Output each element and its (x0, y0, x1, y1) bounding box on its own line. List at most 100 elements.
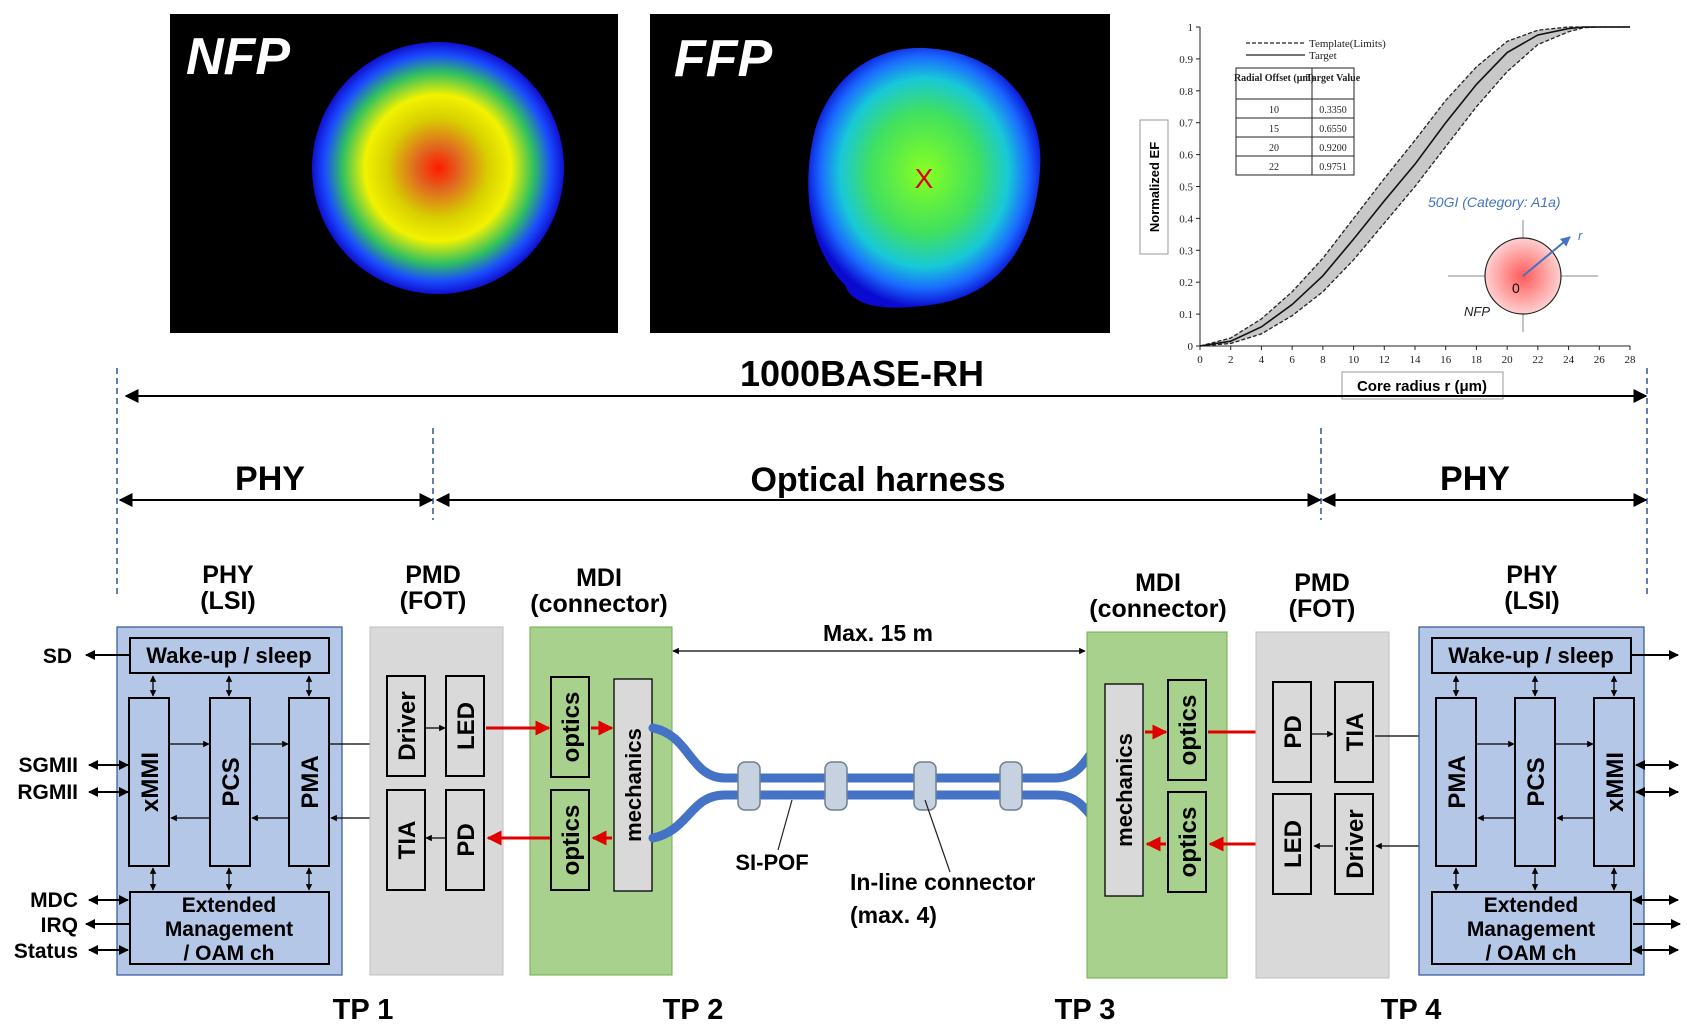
table-cell: 0.9200 (1319, 143, 1347, 154)
table-cell: 10 (1269, 105, 1279, 116)
led-label-right: LED (1280, 820, 1307, 868)
inline-connector-label: In-line connector (850, 869, 1035, 895)
driver-label-right: Driver (1342, 809, 1369, 878)
left-signal-labels: SD SGMII RGMII MDC IRQ Status (14, 645, 78, 963)
legend-template: Template(Limits) (1309, 38, 1386, 50)
optics-label-left-rx: optics (558, 805, 585, 876)
x-tick-label: 22 (1532, 354, 1543, 366)
x-tick-label: 14 (1410, 354, 1422, 366)
ext-mgmt-line3: / OAM ch (183, 942, 274, 965)
pd-label-right: PD (1280, 715, 1307, 748)
table-cell: 20 (1269, 143, 1279, 154)
x-tick-label: 2 (1228, 354, 1234, 366)
title-mdi-right: MDI (1135, 569, 1181, 597)
title-phy-lsi-left: PHY (202, 561, 254, 589)
target-table: Radial Offset (μm) Target Value 10 0.335… (1234, 67, 1361, 176)
span-label-phy-right: PHY (1440, 460, 1510, 498)
tia-label-left: TIA (394, 821, 421, 860)
inset-nfp-label: NFP (1464, 304, 1490, 319)
signal-sgmii: SGMII (18, 754, 78, 777)
title-phy-lsi-right-sub: (LSI) (1504, 587, 1560, 615)
table-cell: 22 (1269, 162, 1279, 173)
optics-label-right-tx: optics (1175, 807, 1202, 878)
optics-label-left-tx: optics (558, 692, 585, 763)
nfp-inset: r 0 NFP (1448, 220, 1598, 332)
fiber-category-label: 50GI (Category: A1a) (1428, 194, 1561, 210)
pd-label-left: PD (453, 823, 480, 856)
x-tick-label: 10 (1348, 354, 1360, 366)
pcs-label: PCS (218, 757, 245, 806)
tp4-label: TP 4 (1381, 994, 1442, 1026)
title-pmd-fot-right: PMD (1294, 569, 1350, 597)
signal-status: Status (14, 940, 78, 963)
x-tick-label: 8 (1320, 354, 1326, 366)
template-lower-line (1199, 26, 1630, 347)
tp3-label: TP 3 (1055, 994, 1116, 1026)
chart-xlabel-box: Core radius r (μm) (1341, 371, 1504, 400)
phy-lsi-left-block: Wake-up / sleep xMMI PCS PMA Extended Ma… (116, 626, 389, 976)
ffp-label: FFP (674, 30, 773, 88)
y-tick-label: 0.8 (1179, 86, 1193, 98)
table-cell: 0.6550 (1319, 124, 1347, 135)
nfp-label: NFP (186, 28, 290, 86)
y-tick-label: 0.9 (1179, 54, 1193, 66)
pmd-fot-left-block: Driver LED TIA PD (369, 626, 504, 976)
y-tick-label: 0.5 (1179, 182, 1193, 194)
wake-sleep-label-right: Wake-up / sleep (1448, 643, 1613, 668)
title-pmd-fot-left: PMD (405, 561, 461, 589)
x-tick-label: 6 (1289, 354, 1295, 366)
span-label-1000base-rh: 1000BASE-RH (740, 353, 984, 394)
signal-rgmii: RGMII (17, 781, 78, 804)
chart-series (1199, 26, 1630, 347)
x-tick-label: 28 (1625, 354, 1637, 366)
ext-mgmt-right-line3: / OAM ch (1485, 942, 1576, 965)
span-label-optical-harness: Optical harness (750, 461, 1005, 499)
x-tick-label: 4 (1259, 354, 1265, 366)
tia-label-right: TIA (1342, 713, 1369, 752)
x-tick-label: 26 (1594, 354, 1606, 366)
pma-label: PMA (297, 755, 324, 808)
pcs-label-right: PCS (1523, 757, 1550, 806)
signal-mdc: MDC (30, 889, 78, 912)
xmmi-label: xMMI (137, 752, 164, 812)
phy-lsi-right-block: Wake-up / sleep PMA PCS xMMI Extended Ma… (1418, 626, 1645, 976)
ext-mgmt-line1: Extended (182, 894, 277, 917)
mdi-right-block: mechanics optics optics (1086, 631, 1272, 979)
y-tick-label: 0.1 (1179, 309, 1193, 321)
x-tick-label: 12 (1379, 354, 1390, 366)
chart-xlabel: Core radius r (μm) (1357, 378, 1487, 395)
y-tick-label: 0.3 (1179, 245, 1193, 257)
y-tick-label: 0.7 (1179, 118, 1193, 130)
pma-label-right: PMA (1444, 755, 1471, 808)
title-mdi-left: MDI (576, 564, 622, 592)
title-mdi-left-sub: (connector) (530, 590, 668, 618)
ext-mgmt-right-line2: Management (1467, 918, 1595, 941)
left-signals (85, 650, 130, 955)
max-length-label: Max. 15 m (823, 620, 933, 646)
y-tick-label: 0 (1188, 341, 1194, 353)
y-tick-label: 1 (1188, 22, 1194, 34)
ffp-image: FFP X (650, 14, 1110, 333)
driver-label-left: Driver (394, 691, 421, 760)
x-tick-label: 0 (1197, 354, 1203, 366)
chart-legend: Template(Limits) Target (1246, 38, 1386, 62)
ext-mgmt-line2: Management (165, 918, 293, 941)
x-tick-label: 18 (1471, 354, 1483, 366)
si-pof-label: SI-POF (735, 850, 808, 875)
chart-ylabel: Normalized EF (1147, 142, 1162, 232)
title-mdi-right-sub: (connector) (1089, 595, 1227, 623)
table-cell: 0.3350 (1319, 105, 1347, 116)
signal-sd: SD (43, 645, 72, 668)
x-tick-label: 20 (1502, 354, 1514, 366)
pmd-fot-right-block: PD TIA LED Driver (1255, 631, 1435, 979)
test-points: TP 1 TP 2 TP 3 TP 4 (333, 994, 1442, 1026)
chart-ylabel-box: Normalized EF (1139, 119, 1169, 255)
tp1-label: TP 1 (333, 994, 394, 1026)
x-tick-label: 16 (1440, 354, 1452, 366)
y-tick-label: 0.4 (1179, 213, 1193, 225)
ext-mgmt-right-line1: Extended (1484, 894, 1579, 917)
table-header-offset: Radial Offset (μm) (1234, 73, 1314, 84)
